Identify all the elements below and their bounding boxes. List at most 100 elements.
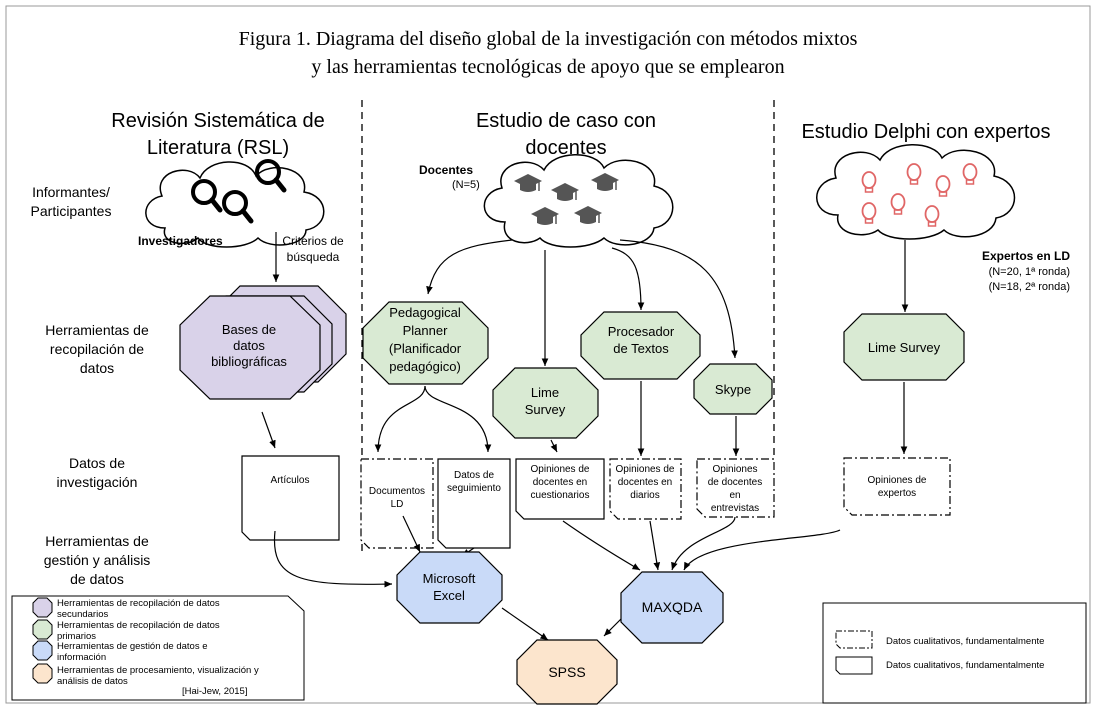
arrow-entrevistas-to-maxqda xyxy=(671,516,736,571)
expertos-label: Expertos en LD xyxy=(982,249,1070,263)
bases-label-1: Bases de xyxy=(222,322,276,337)
diarios-label-2: docentes en xyxy=(618,477,673,488)
legend-dashed-doc-swatch xyxy=(835,630,873,649)
investigadores-label: Investigadores xyxy=(138,234,223,248)
diarios-doc xyxy=(609,458,682,520)
bases-label-2: datos xyxy=(233,338,265,353)
bases-datos-node xyxy=(179,285,347,400)
legend-citation: [Hai-Jew, 2015] xyxy=(182,686,247,697)
microsoft-excel-node xyxy=(396,551,503,624)
arrow-bases-to-articulos xyxy=(261,411,276,449)
investigadores-cloud xyxy=(145,161,325,248)
rsl-header-line-1: Revisión Sistemática de xyxy=(111,110,324,132)
row-label-informantes-1: Informantes/ xyxy=(32,184,110,200)
legend-item-4-line-1: Herramientas de procesamiento, visualiza… xyxy=(57,665,259,676)
legend-solid-doc-swatch xyxy=(835,656,873,675)
procesador-textos-node xyxy=(580,311,701,380)
legend-dashed-label: Datos cualitativos, fundamentalmente xyxy=(886,636,1044,647)
seguimiento-label-1: Datos de xyxy=(454,470,494,481)
row-label-gestion-1: Herramientas de xyxy=(45,533,149,549)
skype-node xyxy=(693,363,773,415)
docentes-n-label: (N=5) xyxy=(452,179,480,191)
arrow-excel-to-spss xyxy=(501,607,549,641)
arrow-planner-to-documentos xyxy=(374,385,426,453)
planner-label-4: pedagógico) xyxy=(389,359,461,374)
row-label-recop-2: recopilación de xyxy=(50,341,144,357)
row-label-datos-2: investigación xyxy=(57,474,138,490)
arrow-articulos-to-excel xyxy=(273,530,393,588)
expertos-cloud xyxy=(816,144,1016,240)
maxqda-node xyxy=(620,571,724,644)
row-label-gestion-2: gestión y análisis xyxy=(44,552,151,568)
lime1-label-2: Survey xyxy=(525,402,566,417)
diarios-label-3: diarios xyxy=(630,490,659,501)
entrevistas-label-2: de docentes xyxy=(708,477,763,488)
lime2-label: Lime Survey xyxy=(868,340,941,355)
row-label-datos-1: Datos de xyxy=(69,455,125,471)
expertos-doc-label-1: Opiniones de xyxy=(868,475,927,486)
entrevistas-doc xyxy=(696,458,775,518)
row-label-recop-3: datos xyxy=(80,360,114,376)
case-header-line-2: docentes xyxy=(525,137,606,159)
legend-left-box xyxy=(11,595,305,701)
arrow-lime-to-cuestionarios xyxy=(550,439,558,453)
arrow-expertos-to-maxqda xyxy=(683,529,841,571)
arrow-cloud-to-planner xyxy=(426,239,513,295)
planner-label-2: Planner xyxy=(403,323,448,338)
expertos-n1-label: (N=20, 1ª ronda) xyxy=(989,266,1070,278)
arrow-cloud-to-skype xyxy=(619,239,738,359)
procesador-label-1: Procesador xyxy=(608,324,675,339)
documentos-label-1: Documentos xyxy=(369,486,425,497)
legend-purple-swatch xyxy=(32,597,53,618)
legend-item-4-line-2: análisis de datos xyxy=(57,676,128,687)
cuestionarios-label-3: cuestionarios xyxy=(531,490,590,501)
figure-title-line-1: Figura 1. Diagrama del diseño global de … xyxy=(239,28,858,50)
legend-green-swatch xyxy=(32,619,53,640)
legend-item-1-line-2: secundarios xyxy=(57,609,108,620)
spss-label: SPSS xyxy=(548,664,585,680)
arrow-cuestionarios-to-maxqda xyxy=(562,520,641,571)
cuestionarios-label-1: Opiniones de xyxy=(531,464,590,475)
legend-right-box xyxy=(822,602,1087,704)
entrevistas-label-3: en xyxy=(729,490,740,501)
spss-node xyxy=(516,639,618,705)
planner-label-1: Pedagogical xyxy=(389,305,461,320)
planner-label-3: (Planificador xyxy=(389,341,462,356)
figure-title-line-2: y las herramientas tecnológicas de apoyo… xyxy=(311,56,784,78)
legend-item-2-line-2: primarios xyxy=(57,631,96,642)
legend-solid-label: Datos cualitativos, fundamentalmente xyxy=(886,660,1044,671)
cuestionarios-label-2: docentes en xyxy=(533,477,588,488)
seguimiento-doc xyxy=(437,458,511,549)
documentos-ld-doc xyxy=(360,458,434,549)
delphi-header: Estudio Delphi con expertos xyxy=(801,121,1050,143)
arrow-cloud-to-procesador xyxy=(611,247,645,311)
skype-label: Skype xyxy=(715,382,751,397)
row-label-gestion-3: de datos xyxy=(70,571,124,587)
opiniones-expertos-doc xyxy=(843,457,951,516)
lime1-label-1: Lime xyxy=(531,385,559,400)
case-header-line-1: Estudio de caso con xyxy=(476,110,656,132)
excel-label-1: Microsoft xyxy=(423,571,476,586)
bases-label-3: bibliográficas xyxy=(211,354,287,369)
expertos-doc-label-2: expertos xyxy=(878,488,916,499)
rsl-header-line-2: Literatura (RSL) xyxy=(147,137,289,159)
lime-survey-expertos-node xyxy=(843,313,965,381)
arrow-maxqda-to-spss xyxy=(603,617,623,637)
criterios-label-2: búsqueda xyxy=(287,250,340,264)
legend-blue-swatch xyxy=(32,640,53,661)
lime-survey-docentes-node xyxy=(492,367,599,439)
excel-label-2: Excel xyxy=(433,588,465,603)
legend-item-3-line-1: Herramientas de gestión de datos e xyxy=(57,641,208,652)
pedagogical-planner-node xyxy=(362,301,489,385)
documentos-label-2: LD xyxy=(391,499,404,510)
legend-item-3-line-2: información xyxy=(57,652,106,663)
articulos-doc xyxy=(241,455,340,541)
arrow-documentos-to-excel xyxy=(402,515,421,553)
docentes-label: Docentes xyxy=(419,163,473,177)
seguimiento-label-2: seguimiento xyxy=(447,483,501,494)
entrevistas-label-1: Opiniones xyxy=(712,464,757,475)
diarios-label-1: Opiniones de xyxy=(616,464,675,475)
entrevistas-label-4: entrevistas xyxy=(711,503,759,514)
